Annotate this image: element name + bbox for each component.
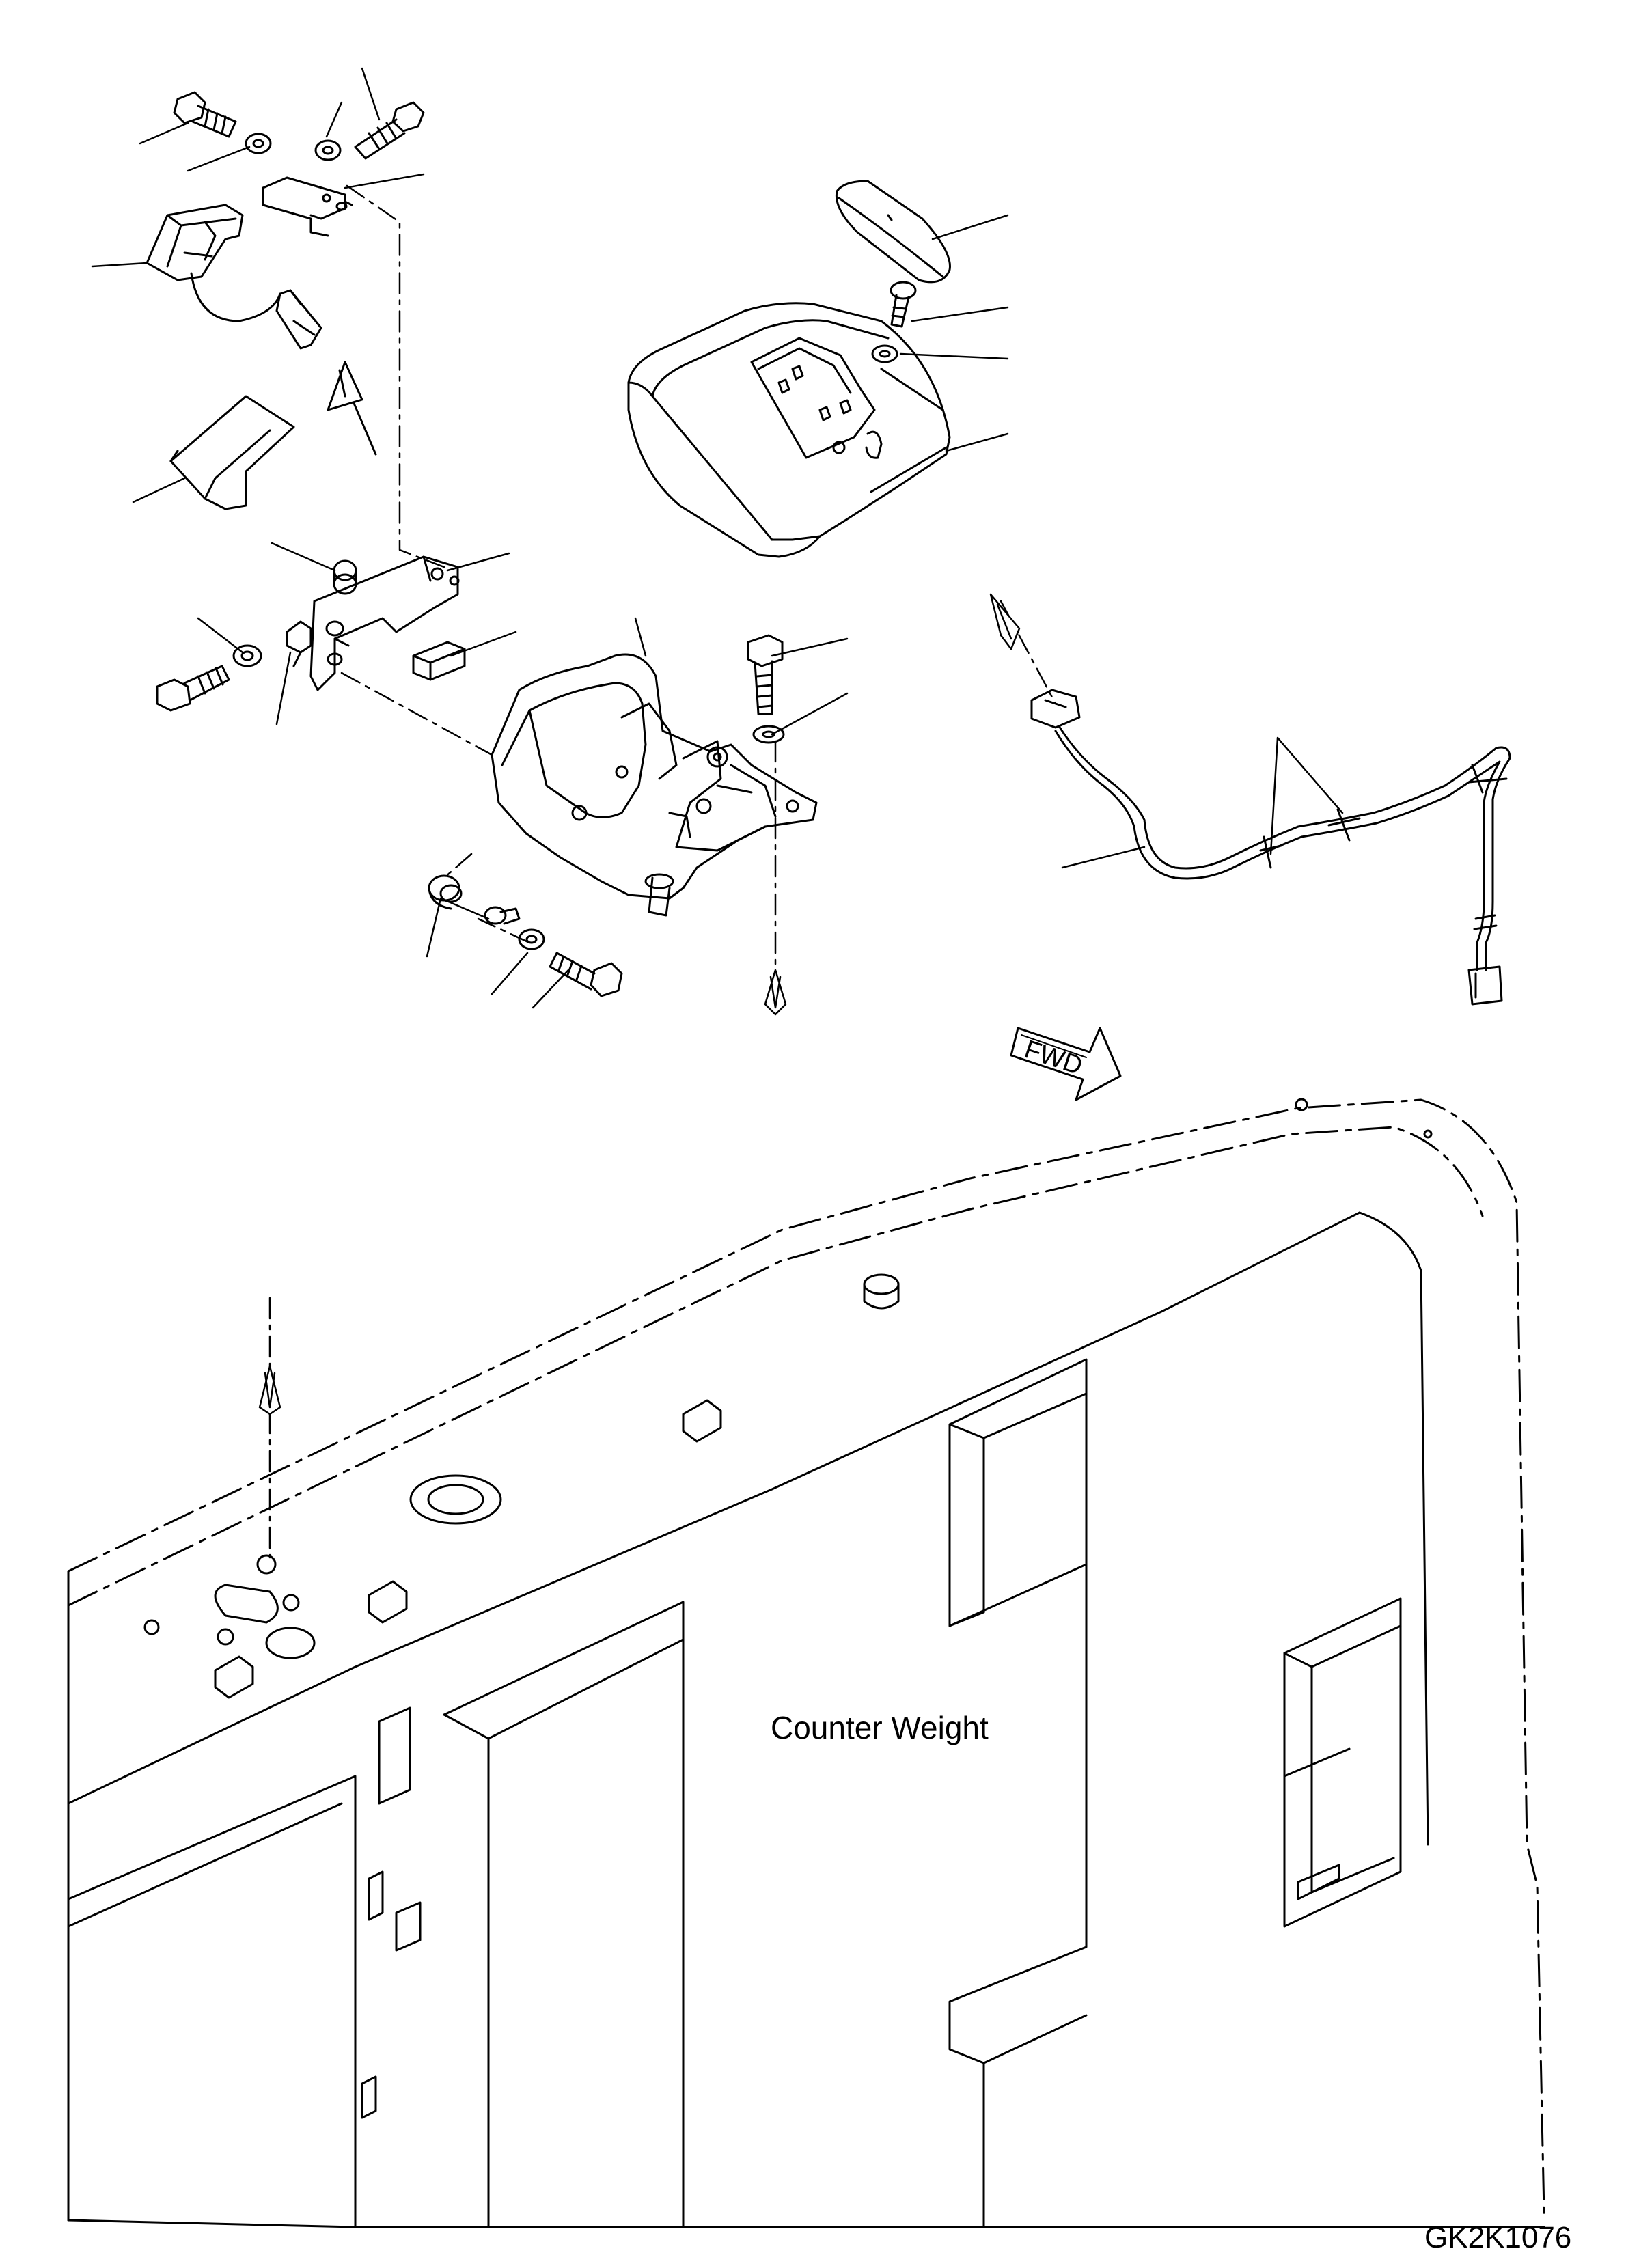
bolt-left: [156, 665, 230, 712]
counter-weight-top-features: [143, 1098, 1433, 1699]
counter-weight-body: [67, 1098, 1545, 2228]
washer-upper-left: [245, 133, 272, 154]
washer-left: [232, 644, 262, 667]
cover-plate: [169, 395, 295, 510]
counter-weight-label: Counter Weight: [771, 1710, 989, 1745]
fwd-direction-arrow: FWD: [1010, 1027, 1122, 1101]
arrow-down-center: [764, 969, 787, 1016]
arrow-to-switch: [327, 361, 377, 456]
washer-upper-center: [314, 139, 342, 161]
assembly-lines: [268, 184, 1057, 1559]
bolt-upper-center: [354, 101, 425, 160]
bolt-upper-left: [173, 91, 237, 138]
lamp-screw: [890, 281, 917, 328]
wire-harness: [1030, 689, 1511, 1006]
grommet-lower: [428, 874, 463, 910]
lamp-lens: [835, 180, 951, 284]
lamp-housing: [627, 302, 951, 558]
washer-center: [752, 725, 785, 744]
bracket-base: [491, 653, 818, 917]
arrow-down-left: [258, 1365, 281, 1415]
screw-lower: [484, 906, 521, 925]
rubber-pad: [412, 641, 466, 681]
clip: [286, 620, 312, 667]
washer-lower: [518, 928, 545, 950]
limit-switch: [146, 204, 322, 350]
switch-bracket: [262, 176, 353, 237]
drawing-code-label: GK2K1076: [1424, 2221, 1571, 2254]
lamp-washer: [871, 344, 898, 363]
bolt-lower: [549, 952, 623, 997]
callout-leaders: [91, 67, 1344, 1009]
arrow-up-right: [989, 593, 1021, 650]
mounting-bracket: [309, 555, 460, 691]
bolt-center: [747, 634, 784, 715]
